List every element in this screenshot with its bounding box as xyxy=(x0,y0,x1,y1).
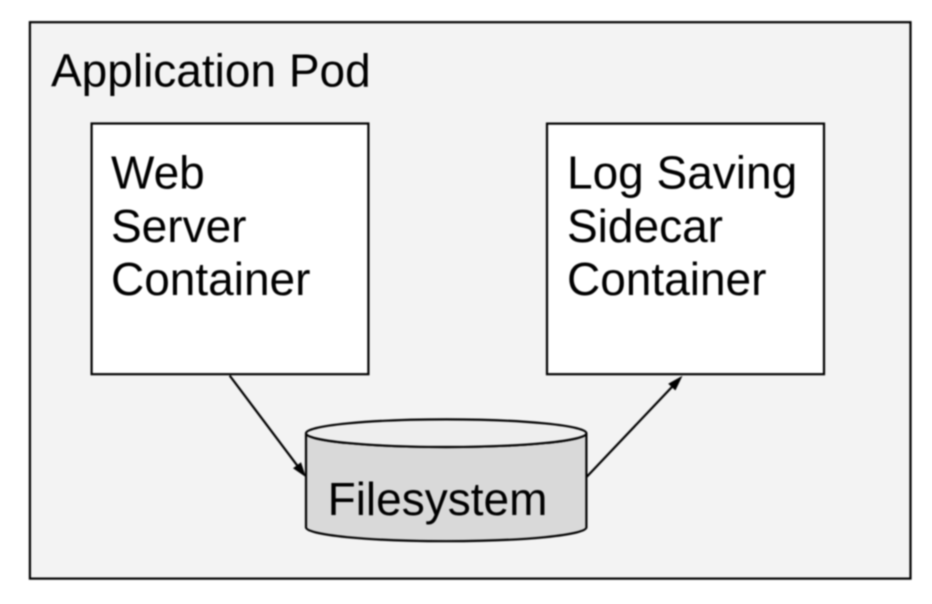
svg-text:Web: Web xyxy=(111,147,205,199)
svg-text:Filesystem: Filesystem xyxy=(328,473,548,525)
svg-text:Container: Container xyxy=(111,253,310,305)
svg-text:Server: Server xyxy=(111,200,246,252)
svg-text:Container: Container xyxy=(567,253,766,305)
svg-text:Log Saving: Log Saving xyxy=(567,147,797,199)
svg-text:Application Pod: Application Pod xyxy=(51,45,371,97)
svg-text:Sidecar: Sidecar xyxy=(567,200,723,252)
